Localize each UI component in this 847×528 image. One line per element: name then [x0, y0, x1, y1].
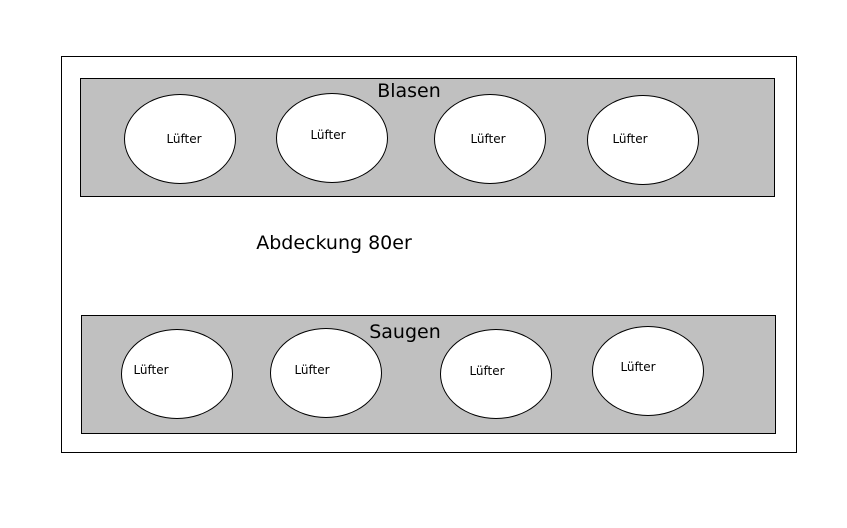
center-label: Abdeckung 80er: [256, 232, 412, 254]
saugen-title: Saugen: [369, 321, 441, 343]
blasen-title: Blasen: [377, 80, 441, 102]
fan-bottom-4: [592, 326, 704, 416]
fan-label: Lüfter: [470, 132, 506, 146]
fan-bottom-1: [121, 329, 233, 419]
fan-label: Lüfter: [310, 128, 346, 142]
fan-top-1: [124, 94, 236, 184]
fan-bottom-2: [270, 328, 382, 418]
outer-frame: [61, 56, 797, 453]
fan-label: Lüfter: [612, 132, 648, 146]
fan-top-3: [434, 94, 546, 184]
fan-label: Lüfter: [620, 360, 656, 374]
fan-bottom-3: [440, 329, 552, 419]
fan-label: Lüfter: [294, 363, 330, 377]
fan-top-4: [587, 95, 699, 185]
fan-top-2: [276, 93, 388, 183]
fan-label: Lüfter: [469, 364, 505, 378]
fan-label: Lüfter: [166, 132, 202, 146]
fan-label: Lüfter: [133, 363, 169, 377]
